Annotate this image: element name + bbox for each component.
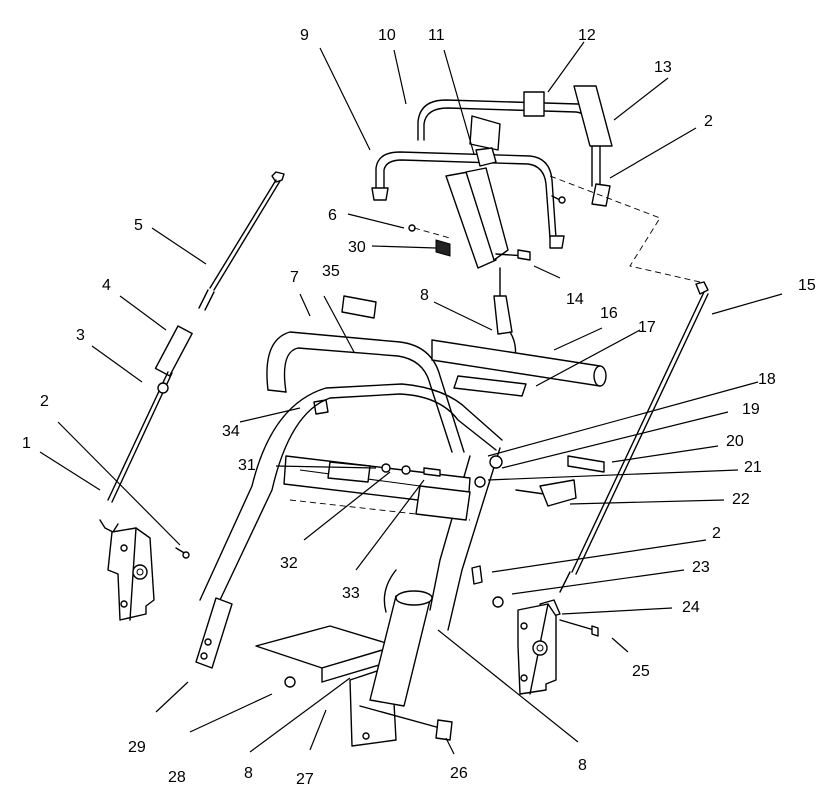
callout-25: 25 xyxy=(632,663,650,680)
leader-lines xyxy=(39,41,783,755)
callout-32: 32 xyxy=(280,555,298,572)
callout-34: 34 xyxy=(222,423,240,440)
callout-20: 20 xyxy=(726,433,744,450)
right-fittings xyxy=(474,455,605,507)
callout-8-right: 8 xyxy=(578,757,587,774)
callout-19: 19 xyxy=(742,401,760,418)
callout-labels: 1 2 3 4 5 6 7 8 9 10 11 12 13 2 14 15 16… xyxy=(22,27,816,788)
callout-13: 13 xyxy=(654,59,672,76)
lower-tube xyxy=(369,569,433,707)
lower-handle xyxy=(266,331,465,453)
callout-31: 31 xyxy=(238,457,256,474)
callout-10: 10 xyxy=(378,27,396,44)
callout-18: 18 xyxy=(758,371,776,388)
callout-11: 11 xyxy=(428,27,445,44)
right-bracket xyxy=(471,565,599,695)
lower-mount xyxy=(255,625,453,747)
callout-33: 33 xyxy=(342,585,360,602)
decals xyxy=(313,85,613,415)
callout-14: 14 xyxy=(566,291,584,308)
callout-16: 16 xyxy=(600,305,618,322)
left-control-rod xyxy=(99,171,285,533)
callout-22: 22 xyxy=(732,491,750,508)
callout-29: 29 xyxy=(128,739,146,756)
callout-2-left: 2 xyxy=(40,393,49,410)
callout-26: 26 xyxy=(450,765,468,782)
callout-23: 23 xyxy=(692,559,710,576)
callout-2-top-right: 2 xyxy=(704,113,713,130)
callout-15: 15 xyxy=(798,277,816,294)
callout-8-lower: 8 xyxy=(244,765,253,782)
callout-4: 4 xyxy=(102,277,111,294)
callout-2-right: 2 xyxy=(712,525,721,542)
callout-12: 12 xyxy=(578,27,596,44)
upper-bail-handles xyxy=(371,99,611,249)
callout-21: 21 xyxy=(744,459,762,476)
callout-6: 6 xyxy=(328,207,337,224)
callout-27: 27 xyxy=(296,771,314,788)
tube-and-shield xyxy=(431,339,607,397)
callout-28: 28 xyxy=(168,769,186,786)
control-bracket xyxy=(445,115,517,371)
callout-7: 7 xyxy=(290,269,299,286)
left-bracket xyxy=(107,527,190,621)
callout-1: 1 xyxy=(22,435,31,452)
callout-24: 24 xyxy=(682,599,700,616)
callout-9: 9 xyxy=(300,27,309,44)
callout-35: 35 xyxy=(322,263,340,280)
callout-30: 30 xyxy=(348,239,366,256)
main-handle-frame xyxy=(195,383,503,669)
callout-3: 3 xyxy=(76,327,85,344)
callout-17: 17 xyxy=(638,319,656,336)
callout-5: 5 xyxy=(134,217,143,234)
callout-8-upper: 8 xyxy=(420,287,429,304)
